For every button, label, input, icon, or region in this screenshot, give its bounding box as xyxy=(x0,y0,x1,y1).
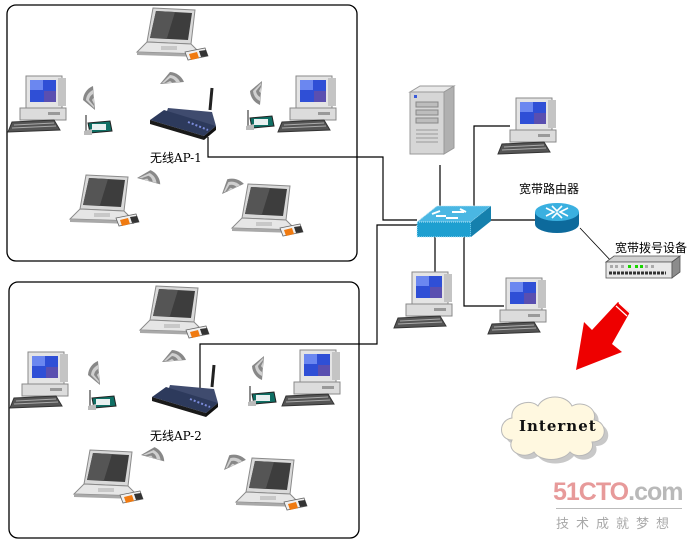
group2-desktop-right xyxy=(247,349,341,407)
broadband-dialup-device[interactable] xyxy=(604,255,682,279)
arrow-to-internet xyxy=(576,302,631,370)
watermark-domain: .com xyxy=(628,478,683,506)
watermark-slogan: 技术成就梦想 xyxy=(556,517,677,532)
group1-laptop-bottom-right xyxy=(217,174,304,237)
broadband-router[interactable] xyxy=(535,203,579,233)
group2-desktop-left xyxy=(9,351,117,411)
internet-cloud xyxy=(501,396,609,464)
group2-laptop-top xyxy=(139,285,210,362)
link-ap1-switch xyxy=(207,137,417,221)
group2-laptop-bottom-left xyxy=(73,443,168,504)
watermark-divider xyxy=(556,508,682,509)
pc-bottom-left[interactable] xyxy=(393,271,453,329)
link-pc-br-switch xyxy=(463,236,504,307)
ap1-label: 无线AP-1 xyxy=(150,151,202,165)
group1-desktop-right xyxy=(245,75,337,133)
group1-desktop-left xyxy=(7,75,113,136)
server[interactable] xyxy=(409,85,455,155)
group2-laptop-bottom-right xyxy=(219,450,308,511)
internet-label: Internet xyxy=(519,417,597,435)
wireless-group-1-box xyxy=(6,4,358,262)
wireless-group-2-box xyxy=(8,281,360,539)
link-ap2-switch xyxy=(199,224,417,388)
wireless-ap-1[interactable] xyxy=(148,86,218,142)
router-label: 宽带路由器 xyxy=(519,182,580,196)
group1-laptop-bottom-left xyxy=(69,166,164,227)
watermark-brand: 51CTO xyxy=(553,478,629,506)
link-router-modem xyxy=(579,227,613,263)
group1-laptop-top xyxy=(136,7,209,84)
ap2-label: 无线AP-2 xyxy=(150,429,202,443)
watermark-logo: 51CTO.com xyxy=(553,478,684,507)
link-pc-top-switch xyxy=(473,125,510,208)
switch[interactable] xyxy=(415,205,493,238)
modem-label: 宽带拨号设备 xyxy=(615,241,688,255)
wireless-ap-2[interactable] xyxy=(150,363,220,419)
